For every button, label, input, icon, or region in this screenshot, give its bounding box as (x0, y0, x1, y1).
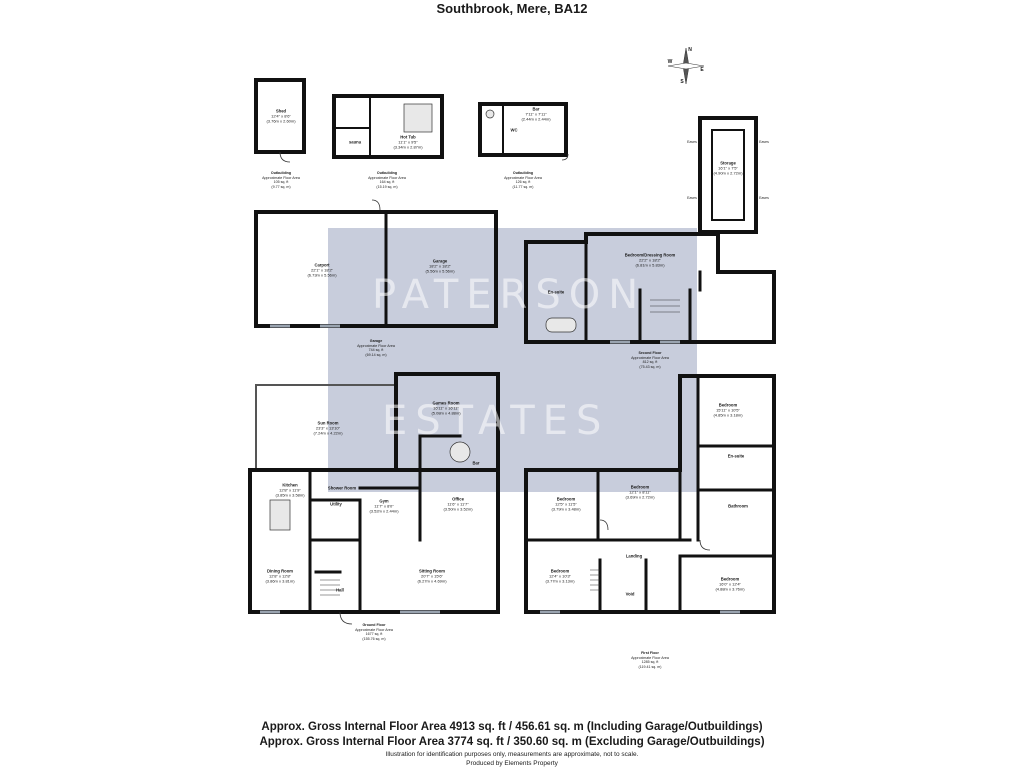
garage-block-walls (254, 210, 498, 328)
compass-s: S (680, 79, 684, 85)
producer-credit: Produced by Elements Property (466, 760, 558, 767)
second-floor-walls (524, 232, 776, 344)
room-label-ensuite-second: En-suite (547, 289, 565, 295)
disclaimer: Illustration for identification purposes… (385, 751, 639, 758)
room-label-wc: WC (510, 127, 518, 133)
room-label-ensuite-first: En-suite (727, 453, 745, 459)
room-label-bathroom: Bathroom (728, 503, 748, 509)
plan-title: Southbrook, Mere, BA12 (436, 1, 588, 16)
room-label-utility: Utility (330, 501, 342, 507)
storage-walls (698, 116, 758, 234)
eaves-label: Eaves (759, 140, 769, 144)
room-label-landing: Landing (625, 553, 643, 559)
compass-e: E (700, 67, 704, 73)
ground-floor-walls (248, 468, 500, 614)
gross-area-excluding: Approx. Gross Internal Floor Area 3774 s… (259, 736, 765, 748)
gross-area-including: Approx. Gross Internal Floor Area 4913 s… (261, 721, 763, 733)
room-label-sauna: sauna (348, 139, 362, 145)
watermark-panel (328, 228, 697, 492)
eaves-label: Eaves (759, 196, 769, 200)
sun-room-glazing (255, 384, 397, 469)
watermark-line-1: PATERSON (372, 272, 647, 318)
compass-w: W (667, 59, 673, 65)
compass-n: N (688, 47, 692, 53)
room-label-void: Void (625, 591, 635, 597)
bar-outbuilding-walls (478, 102, 568, 157)
room-label-hall: Hall (336, 587, 344, 593)
watermark-line-2: ESTATES (382, 398, 610, 444)
room-label-bar: Bar (472, 460, 480, 466)
room-label-shower-room: Shower Room (327, 485, 357, 491)
eaves-label: Eaves (687, 196, 697, 200)
eaves-label: Eaves (687, 140, 697, 144)
shed-walls (254, 78, 306, 154)
hot-tub-outbuilding-walls (332, 94, 444, 159)
compass-icon: N S E W (664, 44, 708, 88)
